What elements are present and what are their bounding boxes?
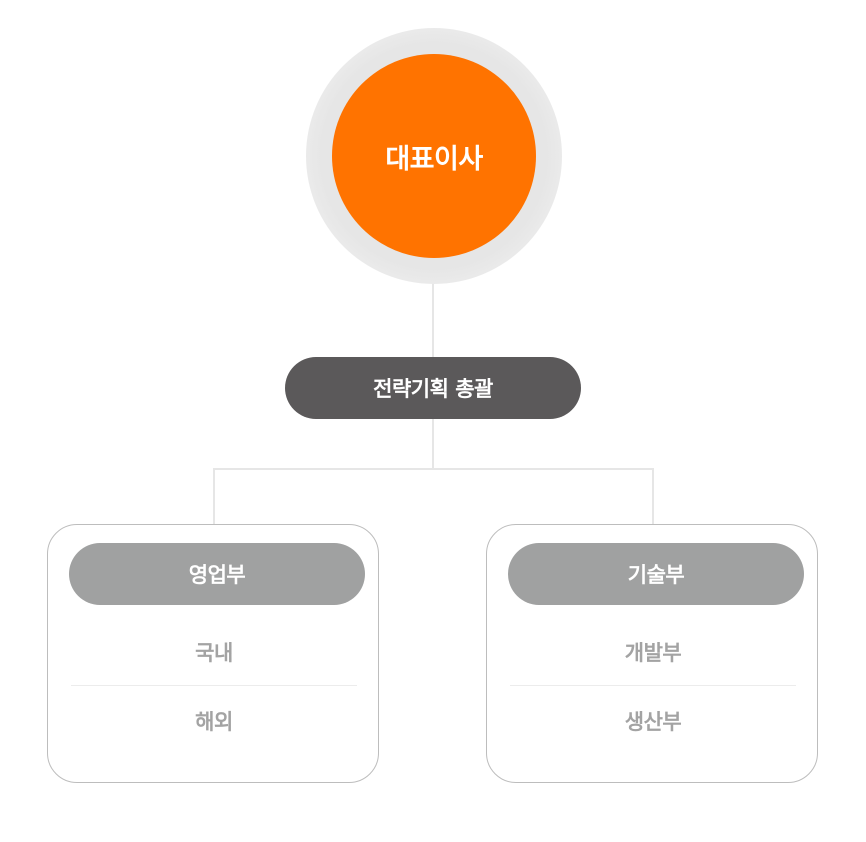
department-header-tech: 기술부	[508, 543, 804, 605]
strategy-label: 전략기획 총괄	[373, 377, 493, 401]
ceo-label: 대표이사	[385, 143, 483, 175]
strategy-node: 전략기획 총괄	[285, 357, 581, 419]
sub-unit-item: 국내	[195, 641, 233, 665]
department-header-sales: 영업부	[69, 543, 365, 605]
department-card-tech: 기술부 개발부 생산부	[486, 524, 818, 783]
department-title: 영업부	[188, 563, 246, 587]
connector-branch-tech	[652, 468, 654, 526]
connector-strategy-branch	[432, 418, 434, 468]
department-card-sales: 영업부 국내 해외	[47, 524, 379, 783]
sub-unit-item: 개발부	[624, 641, 682, 665]
connector-ceo-strategy	[432, 282, 434, 358]
ceo-node: 대표이사	[332, 54, 536, 258]
connector-branch-horizontal	[213, 468, 654, 470]
connector-branch-sales	[213, 468, 215, 526]
department-title: 기술부	[627, 563, 685, 587]
sub-unit-item: 해외	[195, 710, 233, 734]
sub-unit-divider	[71, 685, 357, 686]
sub-unit-item: 생산부	[624, 710, 682, 734]
sub-unit-divider	[510, 685, 796, 686]
